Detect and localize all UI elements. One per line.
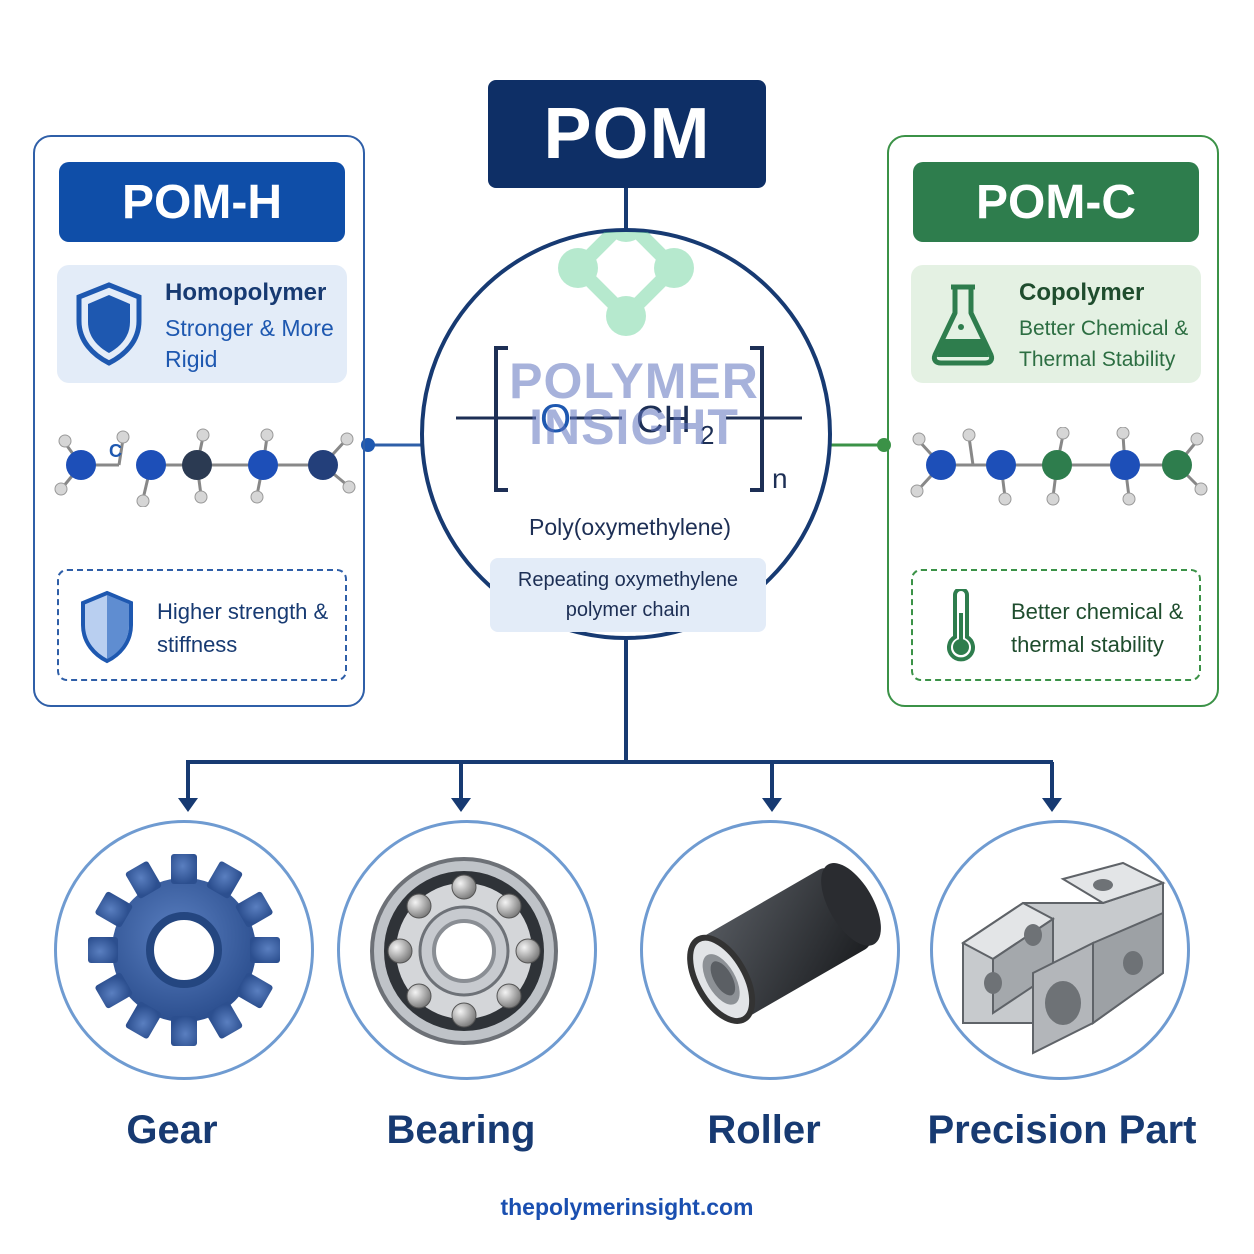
gear-icon <box>88 854 280 1046</box>
footer-url[interactable]: thepolymerinsight.com <box>500 1194 754 1220</box>
copolymer-desc: Better Chemical & Thermal Stability <box>1019 317 1189 371</box>
roller-circle <box>640 820 900 1080</box>
polymer-description: Repeating oxymethylene polymer chain <box>517 569 739 621</box>
copolymer-molecule-icon <box>910 427 1208 506</box>
app-label-gear: Gear <box>126 1108 218 1152</box>
homopolymer-feature-card: Higher strength & stiffness <box>57 569 347 681</box>
polymer-name: Poly(oxymethylene) <box>529 514 731 540</box>
center-formula-circle: O CH 2 n POLYMER INSIGHT Poly(oxymethyle… <box>420 228 832 640</box>
app-label-precision-part: Precision Part <box>927 1108 1197 1152</box>
copolymer-feature: Better chemical & thermal stability <box>1011 599 1184 657</box>
roller-icon <box>687 863 881 1024</box>
homopolymer-info-card: Homopolymer Stronger & More Rigid <box>57 265 347 383</box>
copolymer-header: POM-C <box>913 162 1199 242</box>
watermark-line2: INSIGHT <box>529 399 739 455</box>
gear-circle <box>54 820 314 1080</box>
homopolymer-header: POM-H <box>59 162 345 242</box>
watermark-line1: POLYMER <box>509 353 759 409</box>
watermark: POLYMER INSIGHT <box>494 353 774 455</box>
thermometer-icon <box>947 589 975 662</box>
formula-oxygen: O <box>540 397 571 441</box>
homopolymer-feature: Higher strength & stiffness <box>157 599 329 657</box>
copolymer-title: Copolymer <box>1019 279 1145 306</box>
formula-methylene: CH <box>636 399 691 441</box>
precision-part-circle <box>930 820 1190 1080</box>
app-label-bearing: Bearing <box>386 1108 536 1152</box>
structure-diagram: O CH 2 n <box>456 232 802 494</box>
shield-icon <box>81 590 133 664</box>
homopolymer-title: Homopolymer <box>165 279 327 306</box>
homopolymer-panel: POM-H Homopolymer Stronger & More Rigid … <box>33 135 365 707</box>
precision-part-icon <box>961 861 1166 1055</box>
homopolymer-molecule-icon: C <box>54 428 356 507</box>
polymer-description-box: Repeating oxymethylene polymer chain <box>490 558 766 632</box>
homopolymer-desc: Stronger & More Rigid <box>165 315 334 372</box>
copolymer-feature-card: Better chemical & thermal stability <box>911 569 1201 681</box>
formula-repeat-n: n <box>772 463 788 494</box>
flask-icon <box>931 284 995 366</box>
page-title: POM <box>543 94 711 174</box>
app-label-roller: Roller <box>707 1108 821 1152</box>
shield-icon <box>76 282 142 366</box>
title-box: POM <box>488 80 766 188</box>
copolymer-panel: POM-C Copolymer Better Chemical & Therma… <box>887 135 1219 707</box>
bearing-icon <box>370 857 558 1045</box>
formula-subscript: 2 <box>700 420 714 450</box>
svg-text:C: C <box>109 441 122 461</box>
copolymer-info-card: Copolymer Better Chemical & Thermal Stab… <box>911 265 1201 383</box>
bearing-circle <box>337 820 597 1080</box>
